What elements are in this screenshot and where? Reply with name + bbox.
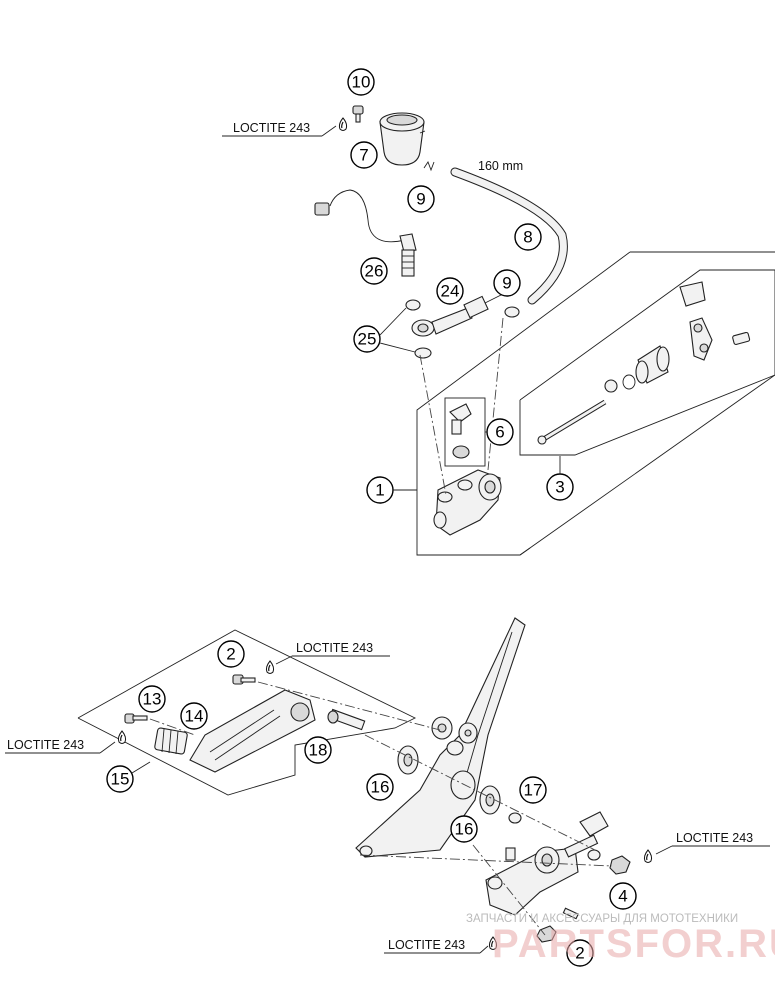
svg-text:17: 17 xyxy=(524,781,543,800)
top-assembly-lines xyxy=(419,317,504,496)
svg-text:LOCTITE 243: LOCTITE 243 xyxy=(676,831,753,845)
callout-7: 7 xyxy=(350,141,378,169)
brake-pedal xyxy=(189,689,316,773)
svg-text:3: 3 xyxy=(555,478,564,497)
svg-text:LOCTITE 243: LOCTITE 243 xyxy=(233,121,310,135)
piston-kit-frame xyxy=(519,269,775,456)
callout-6: 6 xyxy=(485,418,514,446)
callout-3: 3 xyxy=(546,456,574,501)
loctite-label-top: LOCTITE 243 xyxy=(222,121,337,137)
bottom-assembly-lines xyxy=(149,681,613,936)
pedal-rubber xyxy=(154,727,188,755)
svg-text:16: 16 xyxy=(455,820,474,839)
sealant-drop-icon xyxy=(265,660,275,674)
svg-text:LOCTITE 243: LOCTITE 243 xyxy=(388,938,465,952)
svg-text:9: 9 xyxy=(416,190,425,209)
loctite-label-mid: LOCTITE 243 xyxy=(275,641,390,665)
loctite-label-right: LOCTITE 243 xyxy=(655,831,770,855)
svg-text:15: 15 xyxy=(111,770,130,789)
callout-17: 17 xyxy=(519,776,547,804)
brake-pedal-frame xyxy=(77,629,417,796)
callout-14: 14 xyxy=(180,702,208,730)
callout-24: 24 xyxy=(436,277,464,305)
svg-text:14: 14 xyxy=(185,707,204,726)
bearing-lower xyxy=(479,785,501,815)
callout-8: 8 xyxy=(514,223,542,251)
svg-text:2: 2 xyxy=(575,944,584,963)
callout-25: 25 xyxy=(353,307,416,353)
pedal-tip-bolt xyxy=(124,713,148,724)
sealant-drop-icon xyxy=(643,849,653,863)
svg-text:16: 16 xyxy=(371,778,390,797)
reservoir xyxy=(379,112,426,166)
callout-16-upper: 16 xyxy=(366,773,394,801)
callout-1: 1 xyxy=(366,476,417,504)
callout-4: 4 xyxy=(609,882,637,910)
valve-kit-parts xyxy=(449,403,472,459)
cylinder-bolts xyxy=(536,907,579,943)
hose-clamp-bottom xyxy=(504,306,520,318)
sealant-drop-icon xyxy=(117,730,127,744)
hose-clamp-top xyxy=(423,161,435,172)
spacer-washer xyxy=(508,812,522,824)
svg-text:LOCTITE 243: LOCTITE 243 xyxy=(7,738,84,752)
svg-text:6: 6 xyxy=(495,423,504,442)
reservoir-bolt xyxy=(352,105,364,123)
svg-text:9: 9 xyxy=(502,274,511,293)
callout-10: 10 xyxy=(347,68,375,96)
hose-length-label: 160 mm xyxy=(478,159,523,173)
footrest-bracket xyxy=(355,617,526,858)
pedal-pivot-bolt xyxy=(232,674,256,685)
piston-kit xyxy=(537,281,751,445)
sealant-drop-icon xyxy=(488,936,498,950)
pedal-pin xyxy=(327,708,366,731)
bracket-nut xyxy=(609,855,631,875)
svg-text:24: 24 xyxy=(441,282,460,301)
fluid-hose xyxy=(450,167,568,305)
callout-18: 18 xyxy=(304,736,332,764)
sealant-drop-icon xyxy=(338,117,348,131)
svg-text:1: 1 xyxy=(375,481,384,500)
master-cylinder-frame xyxy=(416,251,775,556)
callout-9-bottom: 9 xyxy=(493,269,521,297)
callout-15: 15 xyxy=(106,761,151,793)
svg-text:13: 13 xyxy=(143,690,162,709)
callout-2-top: 2 xyxy=(217,640,245,668)
brake-light-switch xyxy=(314,189,417,277)
svg-text:PARTSFOR.RU: PARTSFOR.RU xyxy=(492,922,775,966)
svg-text:ЗАПЧАСТИ И АКСЕССУАРЫ ДЛЯ МОТО: ЗАПЧАСТИ И АКСЕССУАРЫ ДЛЯ МОТОТЕХНИКИ xyxy=(466,913,738,925)
watermark: ЗАПЧАСТИ И АКСЕССУАРЫ ДЛЯ МОТОТЕХНИКИ PA… xyxy=(466,913,775,966)
svg-text:8: 8 xyxy=(523,228,532,247)
svg-text:18: 18 xyxy=(309,741,328,760)
loctite-label-bottom: LOCTITE 243 xyxy=(384,938,489,954)
svg-text:LOCTITE 243: LOCTITE 243 xyxy=(296,641,373,655)
svg-text:160 mm: 160 mm xyxy=(478,159,523,173)
svg-text:26: 26 xyxy=(365,262,384,281)
svg-text:10: 10 xyxy=(352,73,371,92)
callout-26: 26 xyxy=(360,257,388,285)
callout-2-bottom: 2 xyxy=(566,939,594,967)
rear-master-cylinder xyxy=(485,811,609,916)
callout-16-lower: 16 xyxy=(450,815,478,843)
callout-9-top: 9 xyxy=(407,185,435,213)
svg-text:7: 7 xyxy=(359,146,368,165)
svg-text:25: 25 xyxy=(358,330,377,349)
svg-text:2: 2 xyxy=(226,645,235,664)
loctite-label-left: LOCTITE 243 xyxy=(5,738,116,754)
callout-13: 13 xyxy=(138,685,166,713)
svg-text:4: 4 xyxy=(618,887,627,906)
master-cylinder xyxy=(433,469,502,536)
